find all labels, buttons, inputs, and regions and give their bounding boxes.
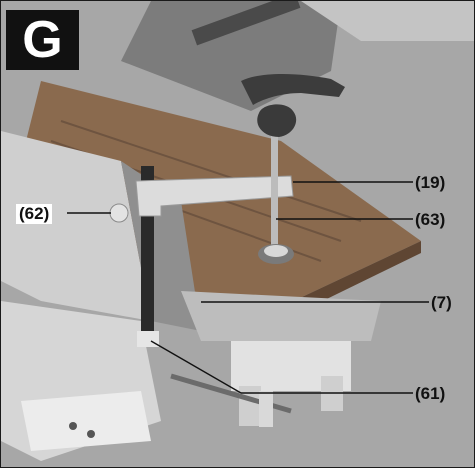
clamp-post-base bbox=[137, 331, 159, 347]
saw-rail bbox=[191, 1, 301, 46]
callout-7: (7) bbox=[431, 293, 452, 312]
base-foot bbox=[21, 391, 151, 451]
callout-63: (63) bbox=[415, 210, 446, 229]
clamp-knob bbox=[257, 104, 297, 137]
extension-bracket bbox=[181, 291, 381, 341]
fence-knob bbox=[109, 203, 129, 223]
rod-stop bbox=[259, 391, 273, 427]
callout-19: (19) bbox=[415, 173, 446, 192]
saw-fence bbox=[1, 131, 151, 321]
callout-61: (61) bbox=[415, 384, 446, 403]
leader-lines bbox=[67, 181, 429, 394]
support-leg-1 bbox=[239, 386, 261, 426]
clamp-screw bbox=[271, 131, 278, 246]
lever-handle bbox=[241, 74, 345, 105]
figure-label-badge: G bbox=[6, 10, 79, 70]
clamp-arm bbox=[135, 175, 294, 217]
motor-housing bbox=[301, 1, 474, 41]
callout-62: (62) bbox=[16, 204, 53, 224]
